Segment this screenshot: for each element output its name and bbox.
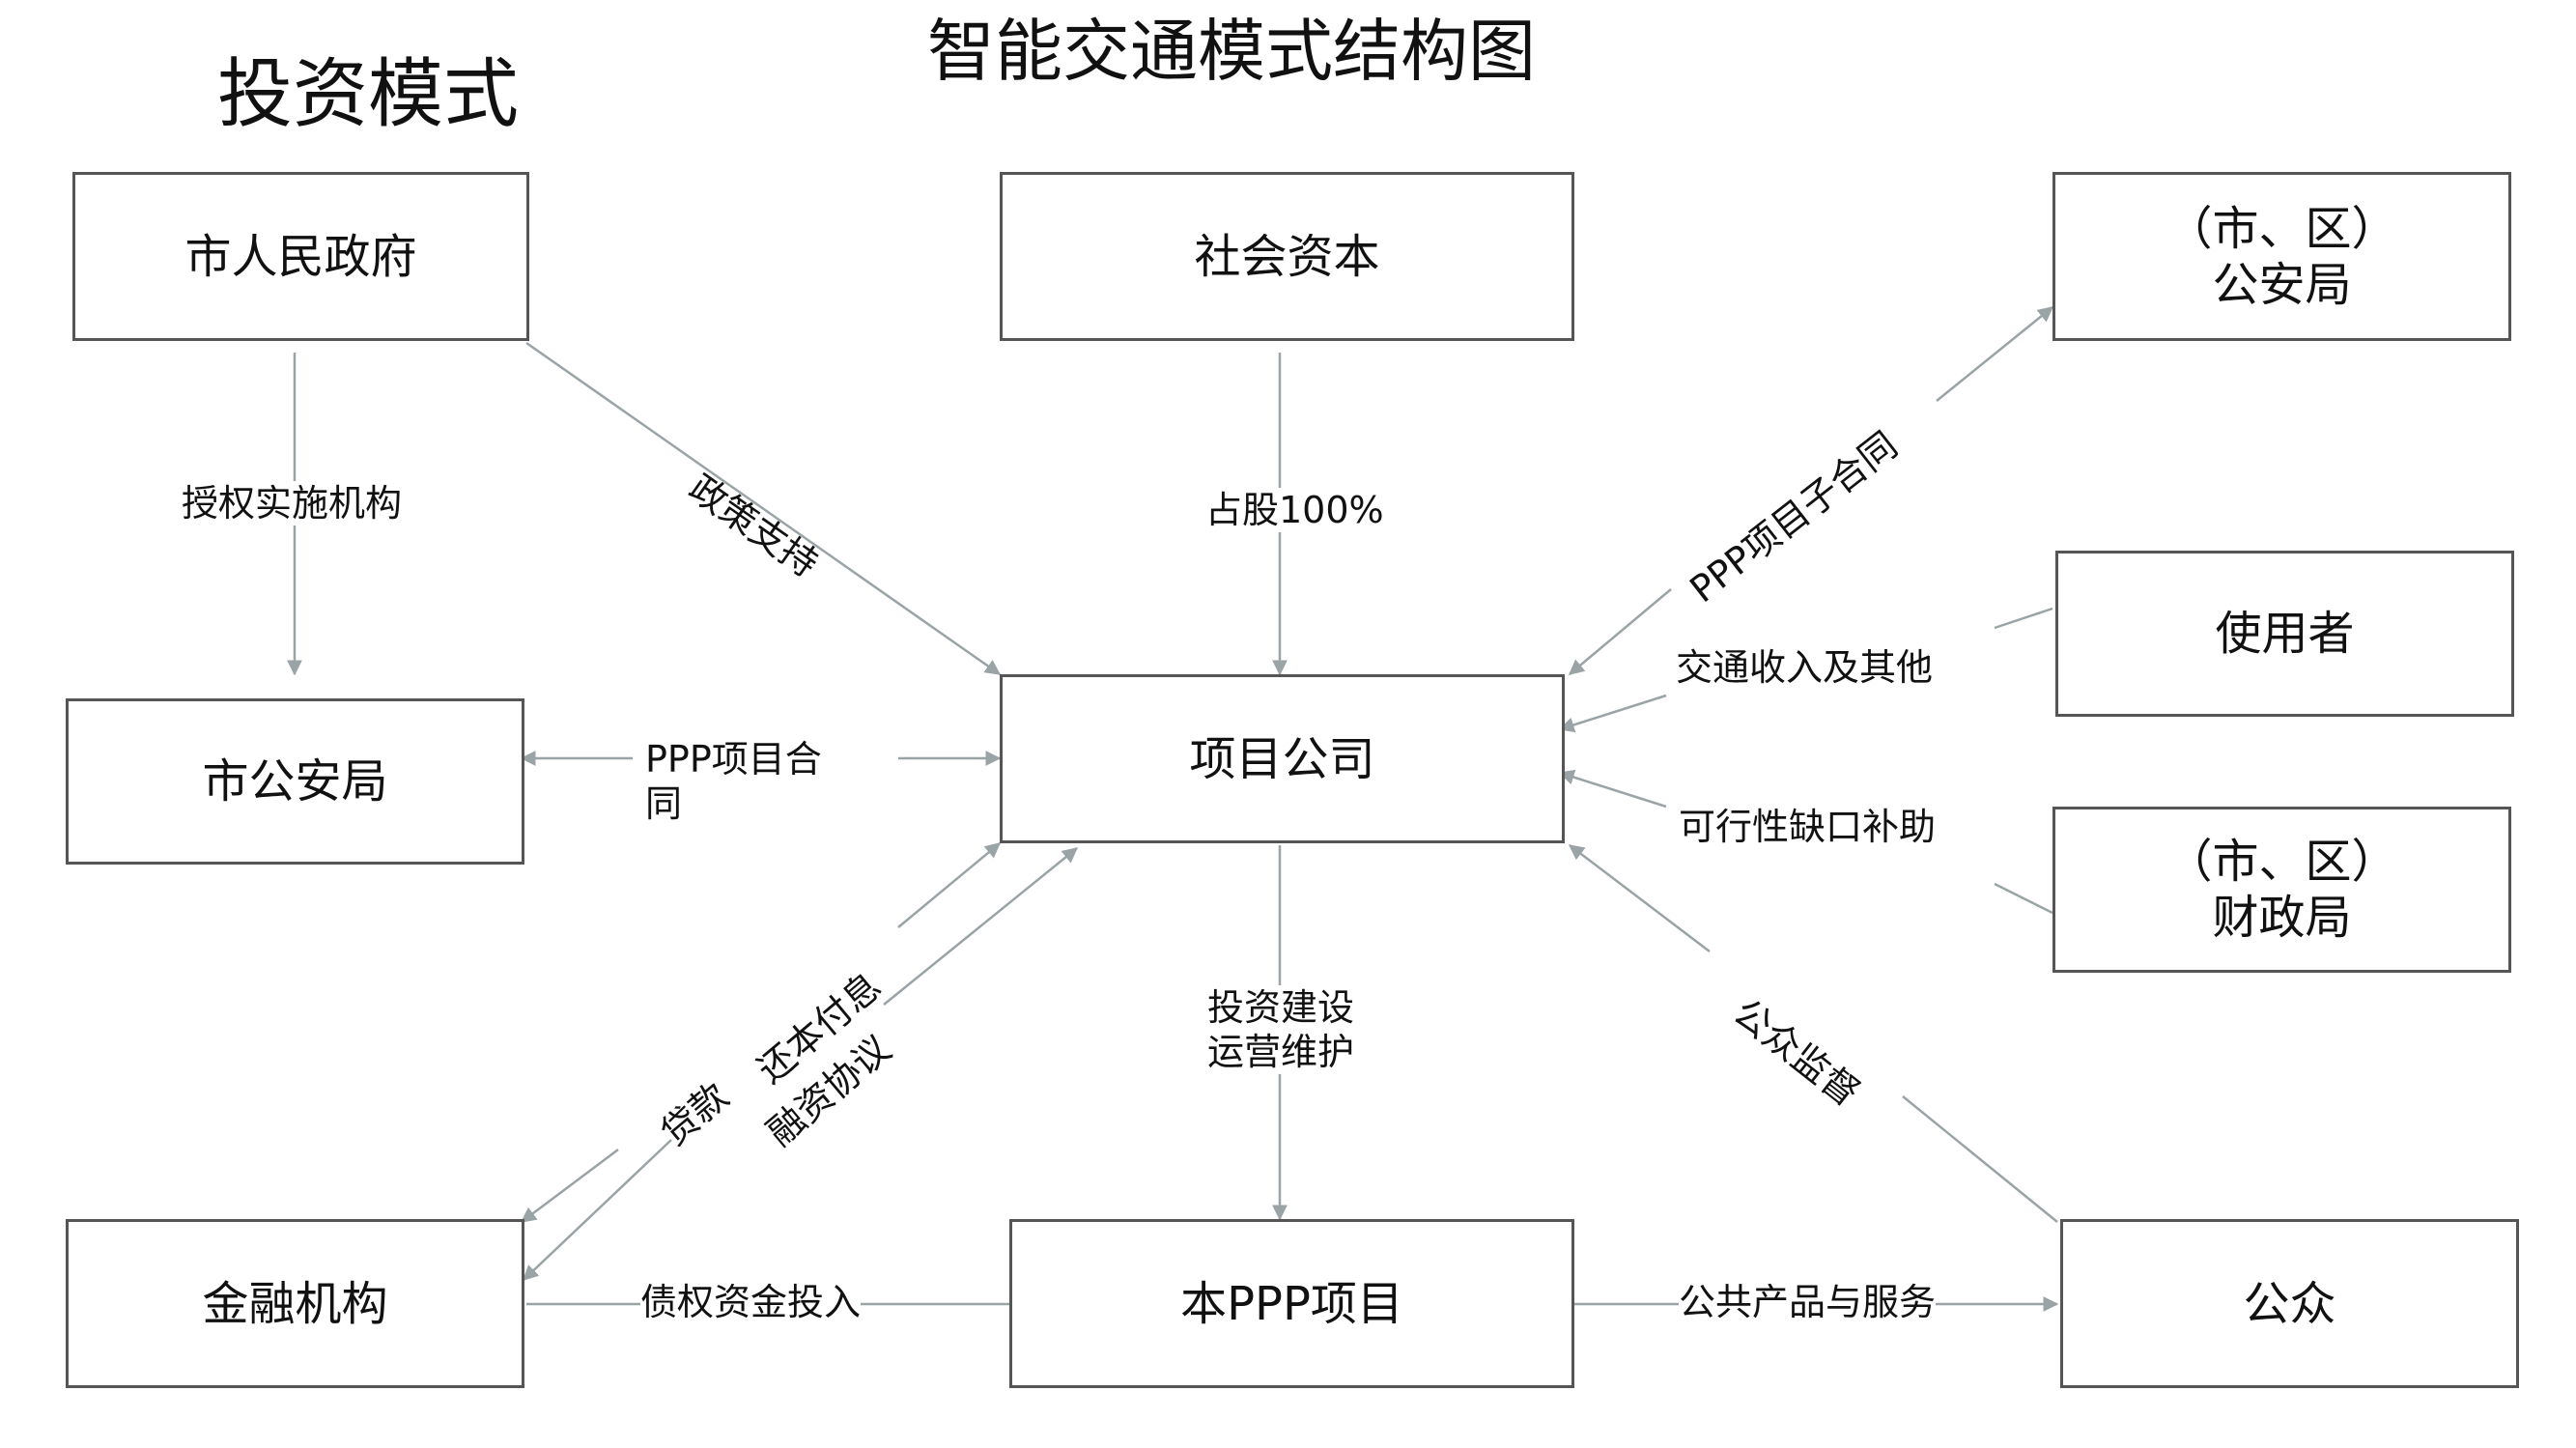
node-project-company: 项目公司: [1000, 674, 1565, 843]
label-equity: 占股100%: [1205, 488, 1384, 532]
edge-subcontract-to-company: [1568, 588, 1672, 675]
node-social-capital: 社会资本: [1000, 172, 1574, 341]
edge-subcontract-to-police: [1936, 306, 2054, 402]
edge-supervision: [1568, 844, 1711, 952]
edge-finance: [1994, 882, 2053, 915]
edge-financing-lower: [523, 1139, 672, 1281]
label-traffic-income: 交通收入及其他: [1676, 645, 1934, 690]
label-public-service: 公共产品与服务: [1679, 1280, 1937, 1324]
node-users: 使用者: [2055, 551, 2514, 717]
diagram-title: 智能交通模式结构图: [927, 12, 1536, 91]
label-debt-invest: 债权资金投入: [640, 1280, 862, 1324]
edge-supervision-lower: [1902, 1095, 2058, 1223]
diagram-subtitle: 投资模式: [217, 51, 520, 138]
edge-loan: [520, 1149, 619, 1223]
label-ppp-contract: PPP项目合同: [645, 737, 838, 826]
edge-policy: [525, 341, 1002, 676]
label-authorize: 授权实施机构: [182, 481, 403, 525]
edge-financing: [883, 847, 1079, 1006]
label-viability: 可行性缺口补助: [1679, 805, 1937, 849]
node-city-police: 市公安局: [66, 698, 524, 865]
edge-traffic-income: [1558, 694, 1667, 733]
node-public: 公众: [2060, 1219, 2519, 1388]
edge-viability: [1558, 769, 1667, 809]
node-district-police: （市、区） 公安局: [2052, 172, 2511, 341]
label-invest-build: 投资建设 运营维护: [1207, 985, 1355, 1074]
node-city-gov: 市人民政府: [72, 172, 529, 341]
edge-repay: [897, 842, 1002, 928]
node-ppp-project: 本PPP项目: [1009, 1219, 1574, 1388]
node-financial-inst: 金融机构: [66, 1219, 524, 1388]
edge-users: [1994, 607, 2053, 630]
node-district-finance: （市、区） 财政局: [2052, 807, 2511, 973]
